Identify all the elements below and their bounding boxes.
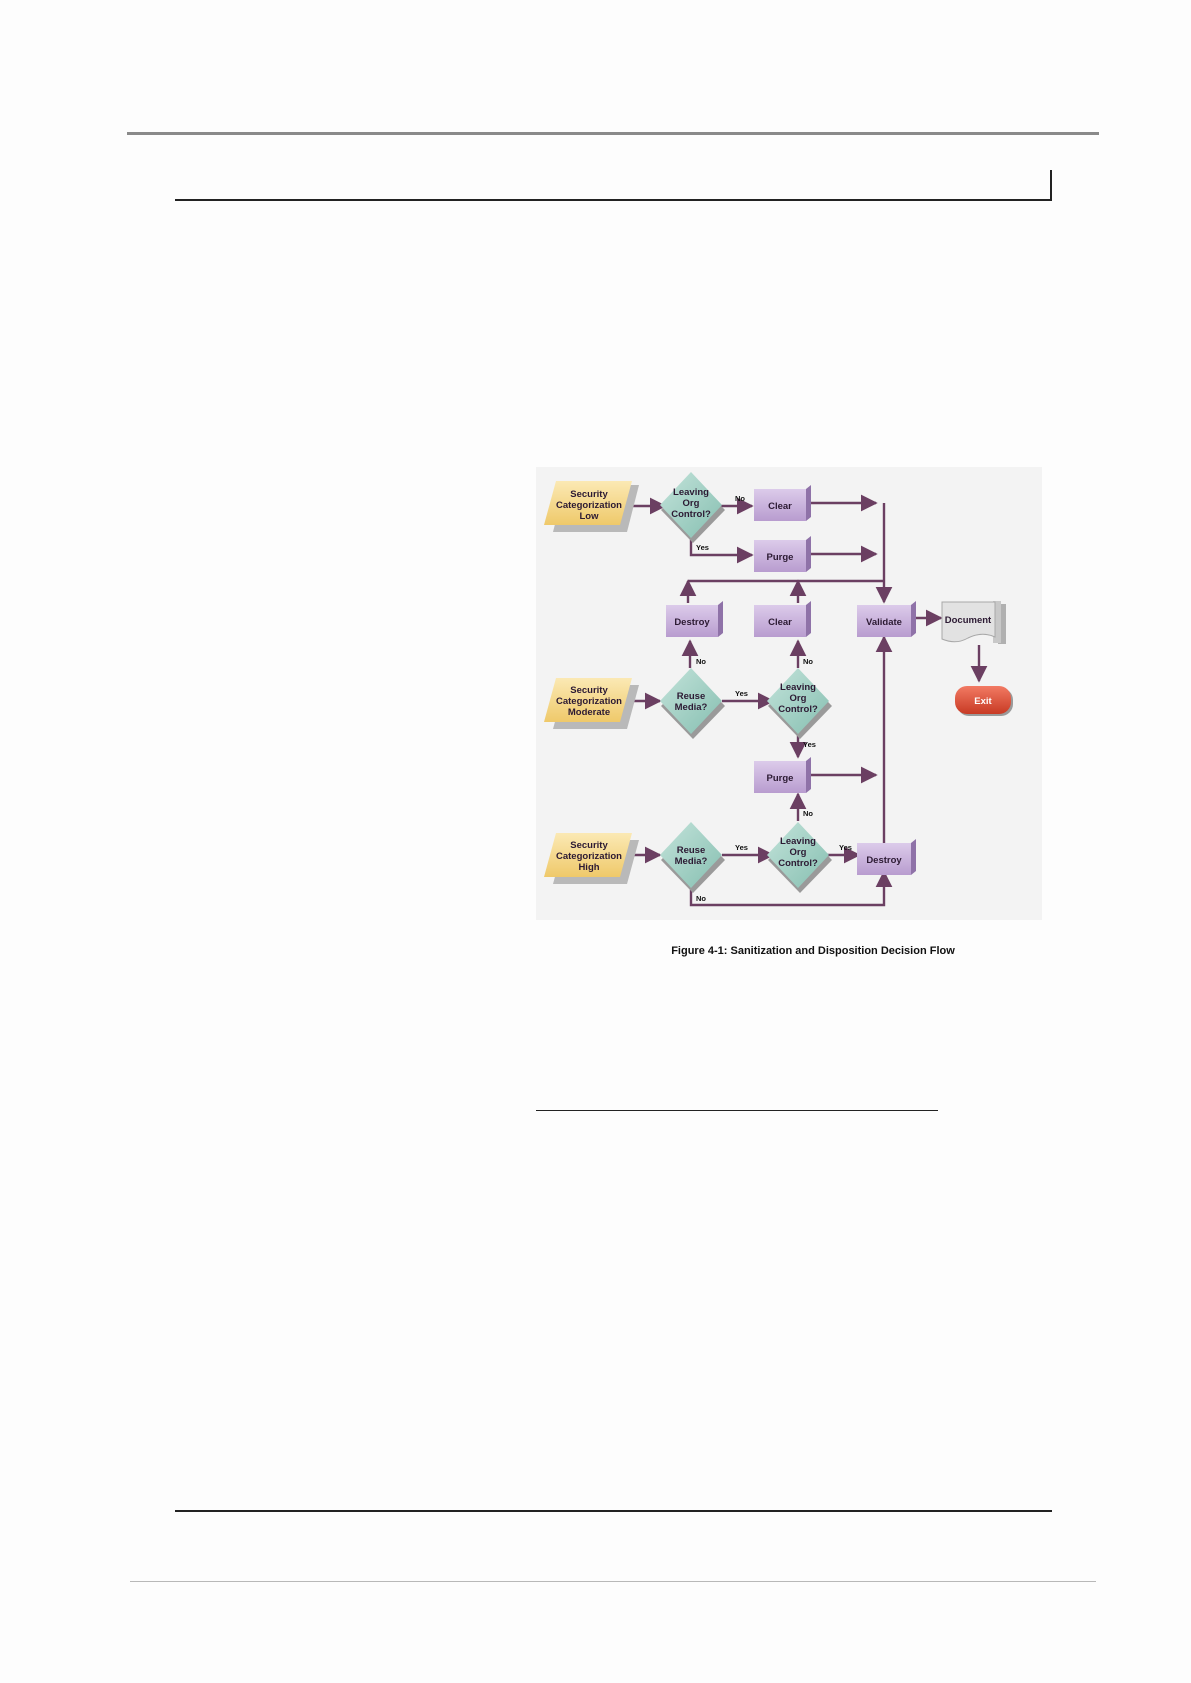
node-destroy-bottom: Destroy (857, 839, 916, 875)
node-clear-top: Clear (754, 485, 811, 521)
node-document: Document (941, 601, 1006, 644)
svg-text:Purge: Purge (767, 773, 794, 784)
footnote-separator (536, 1110, 938, 1111)
edge-label-reuse-high-no: No (696, 894, 706, 903)
node-purge-mid: Purge (754, 757, 811, 793)
node-destroy-mid: Destroy (666, 601, 723, 637)
svg-text:Destroy: Destroy (866, 855, 902, 866)
node-validate: Validate (857, 601, 916, 637)
edge-label-leave-mod-yes: Yes (803, 740, 816, 749)
edge-label-purge-mid-no: No (803, 809, 813, 818)
node-exit: Exit (955, 686, 1013, 716)
svg-text:Validate: Validate (866, 617, 902, 628)
svg-text:Destroy: Destroy (674, 617, 710, 628)
edge-label-reuse-high-yes: Yes (735, 843, 748, 852)
edge-label-leave-high-yes: Yes (839, 843, 852, 852)
header-corner-tick (1050, 170, 1052, 201)
bottom-rule (175, 1510, 1052, 1512)
node-clear-mid: Clear (754, 601, 811, 637)
header-rule (175, 199, 1052, 201)
svg-text:Clear: Clear (768, 617, 792, 628)
svg-text:Purge: Purge (767, 552, 794, 563)
svg-text:Clear: Clear (768, 501, 792, 512)
footer-rule (130, 1581, 1096, 1582)
edge-label-low-no: No (735, 494, 745, 503)
node-purge-top: Purge (754, 536, 811, 572)
figure-caption: Figure 4-1: Sanitization and Disposition… (671, 945, 955, 957)
edge-label-reuse-mod-yes: Yes (735, 689, 748, 698)
edge-label-leave-mod-no: No (803, 657, 813, 666)
edge-reuse-high-no-destroy (689, 870, 893, 907)
edge-label-reuse-mod-no: No (696, 657, 706, 666)
svg-text:Exit: Exit (974, 696, 992, 707)
top-rule (127, 132, 1099, 135)
edge-leaving-yes-purge (689, 539, 754, 564)
svg-text:Document: Document (945, 615, 992, 626)
edge-label-low-yes: Yes (696, 543, 709, 552)
